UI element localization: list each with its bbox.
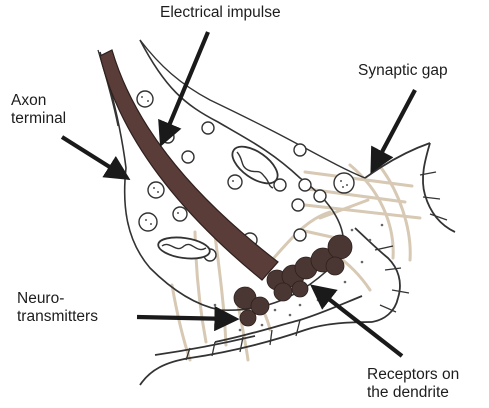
label-neurotransmitters: Neuro- transmitters xyxy=(17,290,98,326)
arrow-synaptic-gap xyxy=(374,90,415,167)
arrow-neurotransmitters xyxy=(137,317,232,319)
label-axon-terminal: Axon terminal xyxy=(11,92,66,128)
label-electrical-impulse: Electrical impulse xyxy=(160,4,281,22)
arrow-receptors xyxy=(316,289,402,356)
arrow-axon-terminal xyxy=(62,137,124,176)
label-receptors: Receptors on the dendrite xyxy=(367,366,459,402)
label-synaptic-gap: Synaptic gap xyxy=(358,62,448,80)
mitochondrion-lower xyxy=(157,234,211,261)
